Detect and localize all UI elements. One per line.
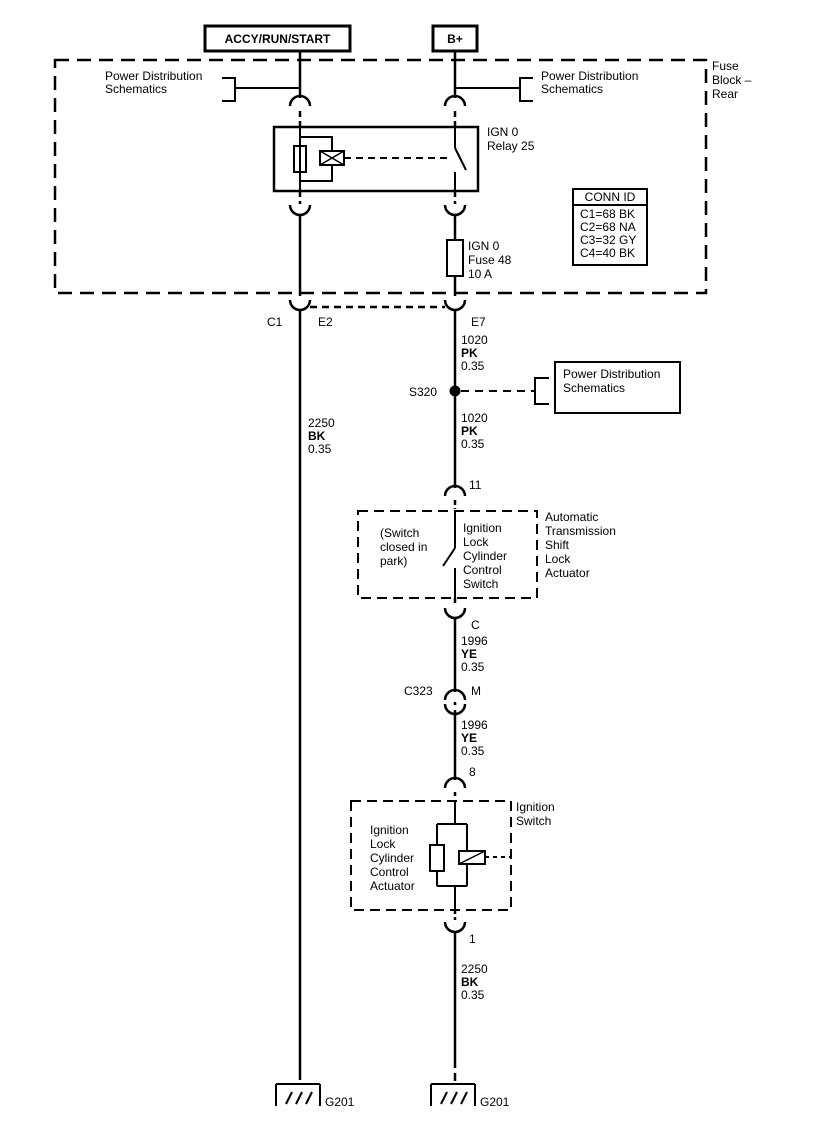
connector-c1: C1	[267, 315, 283, 329]
wire-1996-circuit: 1996	[461, 718, 488, 732]
wire-1996-size: 0.35	[461, 660, 485, 674]
connector-c323: C323	[404, 684, 433, 698]
conn-id-row: C3=32 GY	[580, 233, 636, 247]
actuator-label: Actuator	[370, 879, 415, 893]
relay-label-2: Relay 25	[487, 139, 535, 153]
switch-name: Ignition	[463, 521, 502, 535]
switch-note: park)	[380, 554, 407, 568]
connector-symbol	[288, 94, 312, 107]
power-distribution-left-1: Power Distribution	[105, 69, 202, 83]
ignition-switch-label: Ignition	[516, 800, 555, 814]
pin-c: C	[471, 618, 480, 632]
fuse-block-label-3: Rear	[712, 87, 738, 101]
ign-0-relay-25	[272, 125, 480, 193]
shift-lock-component: Shift	[545, 538, 570, 552]
shift-lock-actuator-boundary	[357, 510, 538, 599]
wire-2250-circuit: 2250	[461, 962, 488, 976]
ignition-switch-boundary	[350, 800, 512, 911]
accy-run-start-box	[203, 24, 352, 53]
wire-1020-color: PK	[461, 424, 478, 438]
splice-s320	[449, 385, 461, 397]
shift-lock-component: Actuator	[545, 566, 590, 580]
power-distribution-box	[554, 361, 681, 414]
wire-1996-circuit: 1996	[461, 634, 488, 648]
conn-id-table	[572, 188, 648, 266]
conn-id-row: C4=40 BK	[580, 246, 635, 260]
power-distribution-right-1: Power Distribution	[541, 69, 638, 83]
shift-lock-component: Lock	[545, 552, 571, 566]
conn-id-row: C2=68 NA	[580, 220, 636, 234]
connector-e7: E7	[471, 315, 486, 329]
switch-name: Switch	[463, 577, 498, 591]
fuse-block-label-2: Block –	[712, 73, 752, 87]
conn-id-row: C1=68 BK	[580, 207, 635, 221]
accy-run-start-label: ACCY/RUN/START	[225, 32, 331, 46]
wire-1020-circuit: 1020	[461, 333, 488, 347]
switch-name: Control	[463, 563, 502, 577]
wire-1020-size: 0.35	[461, 437, 485, 451]
switch-name: Cylinder	[463, 549, 507, 563]
ground-g201-right	[430, 1083, 476, 1106]
power-distribution-left-2: Schematics	[105, 82, 167, 96]
wire-1020-circuit: 1020	[461, 411, 488, 425]
fuse-label-1: IGN 0	[468, 239, 500, 253]
wire-2250-circuit: 2250	[308, 416, 335, 430]
wire-2250-color: BK	[308, 429, 326, 443]
wire-1996-color: YE	[461, 731, 477, 745]
actuator-coil-symbol	[429, 844, 445, 872]
pin-1: 1	[469, 932, 476, 946]
power-distribution-splice-2: Schematics	[563, 381, 625, 395]
pin-m: M	[471, 684, 481, 698]
wire-1020-size: 0.35	[461, 359, 485, 373]
actuator-label: Cylinder	[370, 851, 414, 865]
wire-2250-size: 0.35	[461, 988, 485, 1002]
wire-2250-size: 0.35	[308, 442, 332, 456]
ground-g201-left	[275, 1083, 321, 1106]
power-distribution-splice-1: Power Distribution	[563, 367, 660, 381]
ignition-switch-label: Switch	[516, 814, 551, 828]
fuse-label-2: Fuse 48	[468, 253, 512, 267]
power-distribution-right-2: Schematics	[541, 82, 603, 96]
connector-e2: E2	[318, 315, 333, 329]
splice-s320-label: S320	[409, 385, 437, 399]
wire-2250-color: BK	[461, 975, 479, 989]
wire-1996-color: YE	[461, 647, 477, 661]
fuse-48-symbol	[446, 239, 464, 277]
fuse-label-3: 10 A	[468, 267, 492, 281]
switch-name: Lock	[463, 535, 489, 549]
switch-note: (Switch	[380, 526, 419, 540]
relay-label-1: IGN 0	[487, 125, 519, 139]
conn-id-title: CONN ID	[585, 190, 636, 204]
ground-label-right: G201	[480, 1095, 510, 1109]
fuse-block-label-1: Fuse	[712, 59, 739, 73]
shift-lock-component: Transmission	[545, 524, 616, 538]
pin-11: 11	[469, 478, 482, 492]
shift-lock-component: Automatic	[545, 510, 598, 524]
b-plus-label: B+	[447, 32, 463, 46]
switch-note: closed in	[380, 540, 427, 554]
actuator-label: Lock	[370, 837, 396, 851]
pin-8: 8	[469, 765, 476, 779]
actuator-label: Ignition	[370, 823, 409, 837]
fuse-block-boundary	[53, 58, 708, 295]
actuator-label: Control	[370, 865, 409, 879]
wire-1020-color: PK	[461, 346, 478, 360]
wire-1996-size: 0.35	[461, 744, 485, 758]
ground-label-left: G201	[325, 1095, 355, 1109]
